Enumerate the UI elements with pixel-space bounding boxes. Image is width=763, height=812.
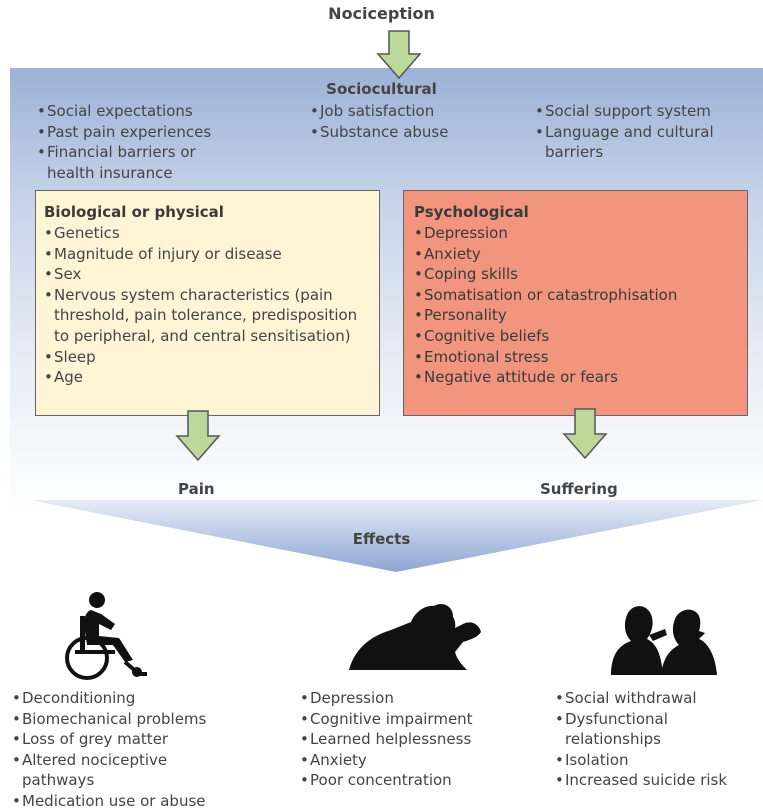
list-item: Language and cultural barriers [535, 122, 750, 163]
list-item: Nervous system characteristics (pain thr… [44, 285, 364, 347]
sociocultural-col2: Job satisfaction Substance abuse [310, 101, 510, 142]
effects-col1: Deconditioning Biomechanical problems Lo… [12, 688, 282, 812]
list-item: Emotional stress [414, 347, 744, 368]
list-item: Isolation [555, 750, 763, 771]
psychological-list: Depression Anxiety Coping skills Somatis… [414, 223, 744, 388]
list-item: Increased suicide risk [555, 770, 763, 791]
list-item: Job satisfaction [310, 101, 510, 122]
list-item: Genetics [44, 223, 364, 244]
pain-label: Pain [178, 480, 215, 498]
list-item: Social withdrawal [555, 688, 763, 709]
list-item: Depression [414, 223, 744, 244]
list-item: Deconditioning [12, 688, 282, 709]
list-item: Substance abuse [310, 122, 510, 143]
head-in-hands-icon [349, 604, 481, 670]
list-item: Depression [300, 688, 540, 709]
list-item: Financial barriers or health insurance [37, 142, 232, 183]
biological-box: Biological or physical Genetics Magnitud… [35, 190, 380, 416]
nociception-label: Nociception [328, 4, 435, 23]
list-item: Loss of grey matter [12, 729, 282, 750]
list-item: Medication use or abuse [12, 791, 282, 812]
list-item: Sex [44, 264, 364, 285]
nociception-arrow [376, 30, 422, 80]
suffering-label: Suffering [540, 480, 618, 498]
list-item: Learned helplessness [300, 729, 540, 750]
wheelchair-person-icon [65, 592, 147, 680]
list-item: Somatisation or catastrophisation [414, 285, 744, 306]
list-item: Coping skills [414, 264, 744, 285]
two-people-facing-icon [611, 606, 717, 675]
effects-col2: Depression Cognitive impairment Learned … [300, 688, 540, 791]
effects-col3: Social withdrawal Dysfunctional relation… [555, 688, 763, 791]
biological-title: Biological or physical [44, 203, 224, 221]
sociocultural-col3: Social support system Language and cultu… [535, 101, 755, 163]
sociocultural-title: Sociocultural [326, 80, 437, 98]
list-item: Past pain experiences [37, 122, 267, 143]
list-item: Social expectations [37, 101, 267, 122]
list-item: Biomechanical problems [12, 709, 282, 730]
psychological-title: Psychological [414, 203, 529, 221]
list-item: Cognitive impairment [300, 709, 540, 730]
list-item: Age [44, 367, 364, 388]
list-item: Sleep [44, 347, 364, 368]
sociocultural-col1: Social expectations Past pain experience… [37, 101, 267, 183]
suffering-arrow [562, 408, 608, 460]
list-item: Dysfunctional relationships [555, 709, 735, 750]
effects-title: Effects [352, 530, 411, 548]
biological-list: Genetics Magnitude of injury or disease … [44, 223, 364, 388]
list-item: Personality [414, 305, 744, 326]
list-item: Anxiety [300, 750, 540, 771]
list-item: Anxiety [414, 244, 744, 265]
effects-funnel [30, 500, 763, 572]
list-item: Social support system [535, 101, 755, 122]
psychological-box: Psychological Depression Anxiety Coping … [403, 190, 748, 416]
list-item: Cognitive beliefs [414, 326, 744, 347]
list-item: Poor concentration [300, 770, 540, 791]
pain-arrow [175, 410, 221, 462]
list-item: Negative attitude or fears [414, 367, 744, 388]
list-item: Altered nociceptive pathways [12, 750, 232, 791]
list-item: Magnitude of injury or disease [44, 244, 364, 265]
